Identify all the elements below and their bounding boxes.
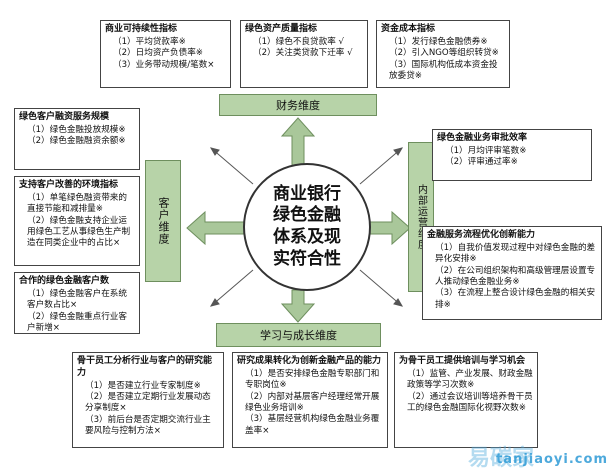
box-item: （2）绿色金融融资余额※	[27, 136, 126, 147]
box-item: （2）关注类贷款下迁率 √	[253, 48, 353, 59]
box-item: （2）绿色金融重点行业客户新增×	[27, 311, 127, 333]
box-approval-efficiency: 绿色金融业务审批效率 （1）月均评审笔数※ （2）评审通过率※	[432, 129, 592, 181]
box-funding-cost: 资金成本指标 （1）发行绿色金融债券※ （2）引入NGO等组织转贷※ （3）国际…	[376, 20, 510, 88]
box-item: （2）内部对基层客户经理经常开展绿色业务培训※	[245, 391, 380, 413]
connector-bl	[210, 269, 254, 307]
arrow-right	[369, 210, 411, 246]
center-line-4: 实符合性	[273, 248, 341, 269]
box-title: 支持客户改善的环境指标	[19, 180, 119, 190]
arrow-up	[280, 117, 316, 166]
box-item: （1）是否安排绿色金融专职部门和专职岗位※	[245, 368, 380, 391]
box-item: （2）在公司组织架构和高级管理层设置专人推动绿色金融业务※	[435, 265, 596, 287]
box-item: （1）自我价值发现过程中对绿色金融的差异化安排※	[435, 242, 596, 265]
box-item: （1）发行绿色金融债券※	[389, 36, 488, 47]
box-item: （2）评审通过率※	[445, 157, 518, 168]
box-item: （2）日均资产负债率※	[113, 48, 204, 59]
connector-tl	[210, 147, 254, 185]
box-item: （3）业务带动规模/笔数×	[113, 59, 215, 70]
box-title: 研究成果转化为创新金融产品的能力	[237, 356, 382, 366]
watermark-url: tanjiaoyi.com	[496, 452, 608, 467]
box-client-environment-indicators: 支持客户改善的环境指标 （1）单笔绿色融资带来的直接节能和减排量※ （2）绿色金…	[14, 176, 140, 266]
box-research-conversion-ability: 研究成果转化为创新金融产品的能力 （1）是否安排绿色金融专职部门和专职岗位※ （…	[232, 352, 388, 448]
center-line-2: 绿色金融	[273, 205, 341, 226]
box-item: （2）通过会议培训等培养骨干员工的绿色金融国际化视野次数※	[407, 391, 533, 413]
box-item: （1）监管、产业发展、财政金融政策等学习次数※	[407, 368, 533, 391]
box-item: （1）月均评审笔数※	[445, 145, 527, 156]
central-circle: 商业银行 绿色金融 体系及现 实符合性	[243, 163, 371, 291]
box-title: 绿色客户融资服务规模	[19, 112, 110, 122]
box-title: 合作的绿色金融客户数	[19, 276, 110, 286]
box-item: （2）绿色金融支持企业运用绿色工艺从事绿色生产制造在同类企业中的占比×	[27, 215, 131, 249]
arrow-left	[186, 210, 245, 246]
connector-tr	[359, 147, 403, 185]
box-green-client-financing-scale: 绿色客户融资服务规模 （1）绿色金融投放规模※ （2）绿色金融融资余额※	[14, 108, 140, 170]
connector-br	[359, 269, 403, 307]
box-title: 骨干员工分析行业与客户的研究能力	[77, 356, 213, 378]
box-item: （1）绿色金融投放规模※	[27, 124, 126, 135]
box-item: （3）前后台是否定期交流行业主要风险与控制方法×	[85, 414, 211, 437]
box-item: （1）是否建立行业专家制度※	[85, 380, 201, 391]
box-process-optimization: 金融服务流程优化创新能力 （1）自我价值发现过程中对绿色金融的差异化安排※ （2…	[422, 226, 602, 320]
box-item: （1）单笔绿色融资带来的直接节能和减排量※	[27, 192, 127, 215]
watermark-logo-text: 易碳家	[468, 446, 535, 471]
box-title: 商业可持续性指标	[105, 24, 178, 34]
box-title: 绿色资产质量指标	[245, 24, 318, 34]
box-item: （3）在流程上整合设计绿色金融的相关安排※	[435, 288, 596, 310]
box-title: 绿色金融业务审批效率	[437, 133, 528, 143]
box-green-client-count: 合作的绿色金融客户数 （1）绿色金融客户在系统客户数占比× （2）绿色金融重点行…	[14, 272, 140, 334]
box-industry-research-ability: 骨干员工分析行业与客户的研究能力 （1）是否建立行业专家制度※ （2）是否建立定…	[72, 352, 224, 448]
box-title: 为骨干员工提供培训与学习机会	[399, 356, 526, 366]
box-item: （1）绿色金融客户在系统客户数占比×	[27, 288, 127, 311]
box-item: （1）绿色不良贷款率 √	[253, 36, 345, 47]
box-item: （1）平均贷款率※	[113, 36, 186, 47]
box-item: （3）国际机构低成本资金投放委贷※	[389, 59, 498, 81]
finance-dimension-band: 财务维度	[219, 94, 377, 116]
box-title: 资金成本指标	[381, 24, 436, 34]
center-line-3: 体系及现	[273, 227, 341, 247]
box-staff-training-opportunities: 为骨干员工提供培训与学习机会 （1）监管、产业发展、财政金融政策等学习次数※ （…	[394, 352, 538, 448]
arrow-down	[280, 289, 316, 323]
box-item: （2）引入NGO等组织转贷※	[389, 48, 499, 59]
box-green-asset-quality: 绿色资产质量指标 （1）绿色不良贷款率 √ （2）关注类贷款下迁率 √	[240, 20, 368, 88]
box-item: （2）是否建立定期行业发展动态分享制度×	[85, 392, 211, 414]
learning-growth-dimension-band: 学习与成长维度	[216, 323, 381, 347]
customer-dimension-band: 客户维度	[145, 160, 181, 282]
center-line-1: 商业银行	[273, 183, 341, 204]
internal-operations-dimension-band: 内部运营维度	[408, 142, 434, 292]
box-item: （3）基层经营机构绿色金融业务覆盖率×	[245, 414, 380, 436]
box-title: 金融服务流程优化创新能力	[427, 230, 536, 240]
box-commercial-sustainability: 商业可持续性指标 （1）平均贷款率※ （2）日均资产负债率※ （3）业务带动规模…	[100, 20, 231, 88]
